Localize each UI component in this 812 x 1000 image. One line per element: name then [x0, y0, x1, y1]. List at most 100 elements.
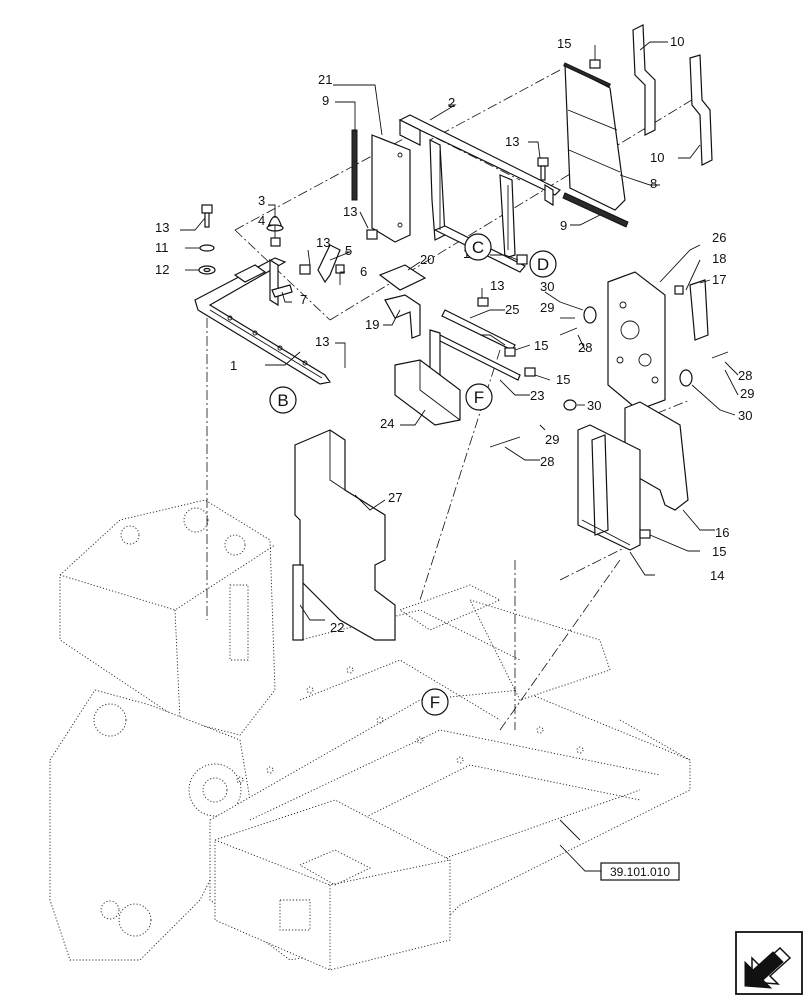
callout-10-right: 10	[650, 150, 664, 165]
callout-15-lower: 15	[556, 372, 570, 387]
callout-3: 3	[258, 193, 265, 208]
part-28-bolt-upper	[559, 327, 578, 336]
part-13-bolt-d	[516, 254, 528, 265]
callout-16: 16	[715, 525, 729, 540]
callout-13-lower: 13	[315, 334, 329, 349]
part-6-bolt	[335, 264, 345, 285]
part-10-rail-left	[632, 24, 656, 136]
part-27-foam-panel	[294, 429, 396, 641]
callout-18: 18	[712, 251, 726, 266]
callout-7: 7	[300, 292, 307, 307]
callout-29-lower: 29	[545, 432, 559, 447]
svg-text:F: F	[430, 693, 440, 712]
callout-13-bracket: 13	[316, 235, 330, 250]
part-19-bracket	[384, 294, 421, 339]
part-8-panel	[563, 62, 626, 211]
callout-28-right: 28	[738, 368, 752, 383]
callout-15-panel: 15	[712, 544, 726, 559]
part-1-support-frame	[194, 257, 332, 385]
part-13-bolt-5	[299, 264, 311, 275]
callout-1: 1	[230, 358, 237, 373]
callout-14: 14	[710, 568, 724, 583]
callout-15-top: 15	[557, 36, 571, 51]
svg-text:F: F	[474, 388, 484, 407]
callout-17: 17	[712, 272, 726, 287]
part-23-rail	[429, 329, 521, 381]
part-9-strip-right	[562, 192, 629, 228]
part-15-bolt-top	[589, 59, 601, 69]
callout-2: 2	[448, 95, 455, 110]
chassis-frame	[49, 499, 691, 971]
callout-4: 4	[258, 213, 265, 228]
callout-6: 6	[360, 264, 367, 279]
part-13-bolt-left	[201, 204, 213, 228]
callout-9-left: 9	[322, 93, 329, 108]
part-30-spacer-lower	[563, 399, 577, 411]
callout-20: 20	[420, 252, 434, 267]
part-15-bolt-panel	[639, 529, 651, 539]
callout-13-rail: 13	[490, 278, 504, 293]
svg-text:B: B	[277, 391, 288, 410]
part-15-bolt-lower	[524, 367, 536, 377]
callout-10-top: 10	[670, 34, 684, 49]
part-18-bolt	[674, 285, 684, 295]
part-30-spacer-right	[679, 369, 693, 387]
part-30-spacer-upper	[583, 306, 597, 324]
callout-8: 8	[650, 176, 657, 191]
callout-9-right: 9	[560, 218, 567, 233]
callout-labels: 1 2 3 4 5 6 7 8 9 9 10 10 11 12 13 13 13…	[155, 34, 754, 635]
callout-24: 24	[380, 416, 394, 431]
callout-28-upper: 28	[578, 340, 592, 355]
part-21-side-panel	[371, 134, 411, 243]
callout-27: 27	[388, 490, 402, 505]
part-11-washer	[199, 244, 215, 252]
callout-21: 21	[318, 72, 332, 87]
part-10-rail-right	[689, 54, 713, 166]
callout-30-lower: 30	[587, 398, 601, 413]
svg-text:D: D	[537, 255, 549, 274]
callout-25: 25	[505, 302, 519, 317]
view-marker-b: B	[269, 386, 297, 414]
callout-13-left: 13	[155, 220, 169, 235]
part-20-block	[378, 264, 427, 291]
reference-box[interactable]: 39.101.010	[600, 862, 680, 881]
callout-30-upper: 30	[540, 279, 554, 294]
callout-28-lower: 28	[540, 454, 554, 469]
view-marker-c: C	[464, 233, 492, 261]
part-22-strip	[292, 564, 304, 641]
part-5-bracket	[317, 244, 341, 284]
callout-11: 11	[155, 240, 169, 255]
part-28-bolt-lower	[489, 436, 521, 448]
view-marker-d: D	[529, 250, 557, 278]
svg-text:C: C	[472, 238, 484, 257]
svg-text:39.101.010: 39.101.010	[610, 865, 670, 879]
view-marker-f-upper: F	[465, 383, 493, 411]
part-13-bolt-upper	[537, 157, 549, 181]
part-26-mounting-plate	[607, 271, 666, 411]
callout-30-right: 30	[738, 408, 752, 423]
part-12-grommet	[198, 265, 216, 275]
part-17-bracket	[689, 279, 709, 341]
callout-19: 19	[365, 317, 379, 332]
part-9-strip-left	[351, 129, 358, 201]
part-13-bolt-mid	[366, 229, 378, 240]
leader-lines	[180, 41, 739, 841]
part-24-foam-block	[394, 359, 461, 426]
callout-13-mid: 13	[343, 204, 357, 219]
part-4-nut	[270, 237, 281, 247]
callout-12: 12	[155, 262, 169, 277]
callout-23: 23	[530, 388, 544, 403]
callout-13-upper: 13	[505, 134, 519, 149]
part-7-clip	[271, 284, 293, 298]
next-page-arrow-icon[interactable]	[735, 931, 803, 995]
callout-22: 22	[330, 620, 344, 635]
view-marker-f-lower: F	[421, 688, 449, 716]
callout-29-upper: 29	[540, 300, 554, 315]
part-15-bolt-mid	[504, 347, 516, 357]
part-14-side-panel	[577, 424, 641, 551]
callout-5: 5	[345, 243, 352, 258]
callout-15-mid: 15	[534, 338, 548, 353]
callout-29-right: 29	[740, 386, 754, 401]
callout-26: 26	[712, 230, 726, 245]
